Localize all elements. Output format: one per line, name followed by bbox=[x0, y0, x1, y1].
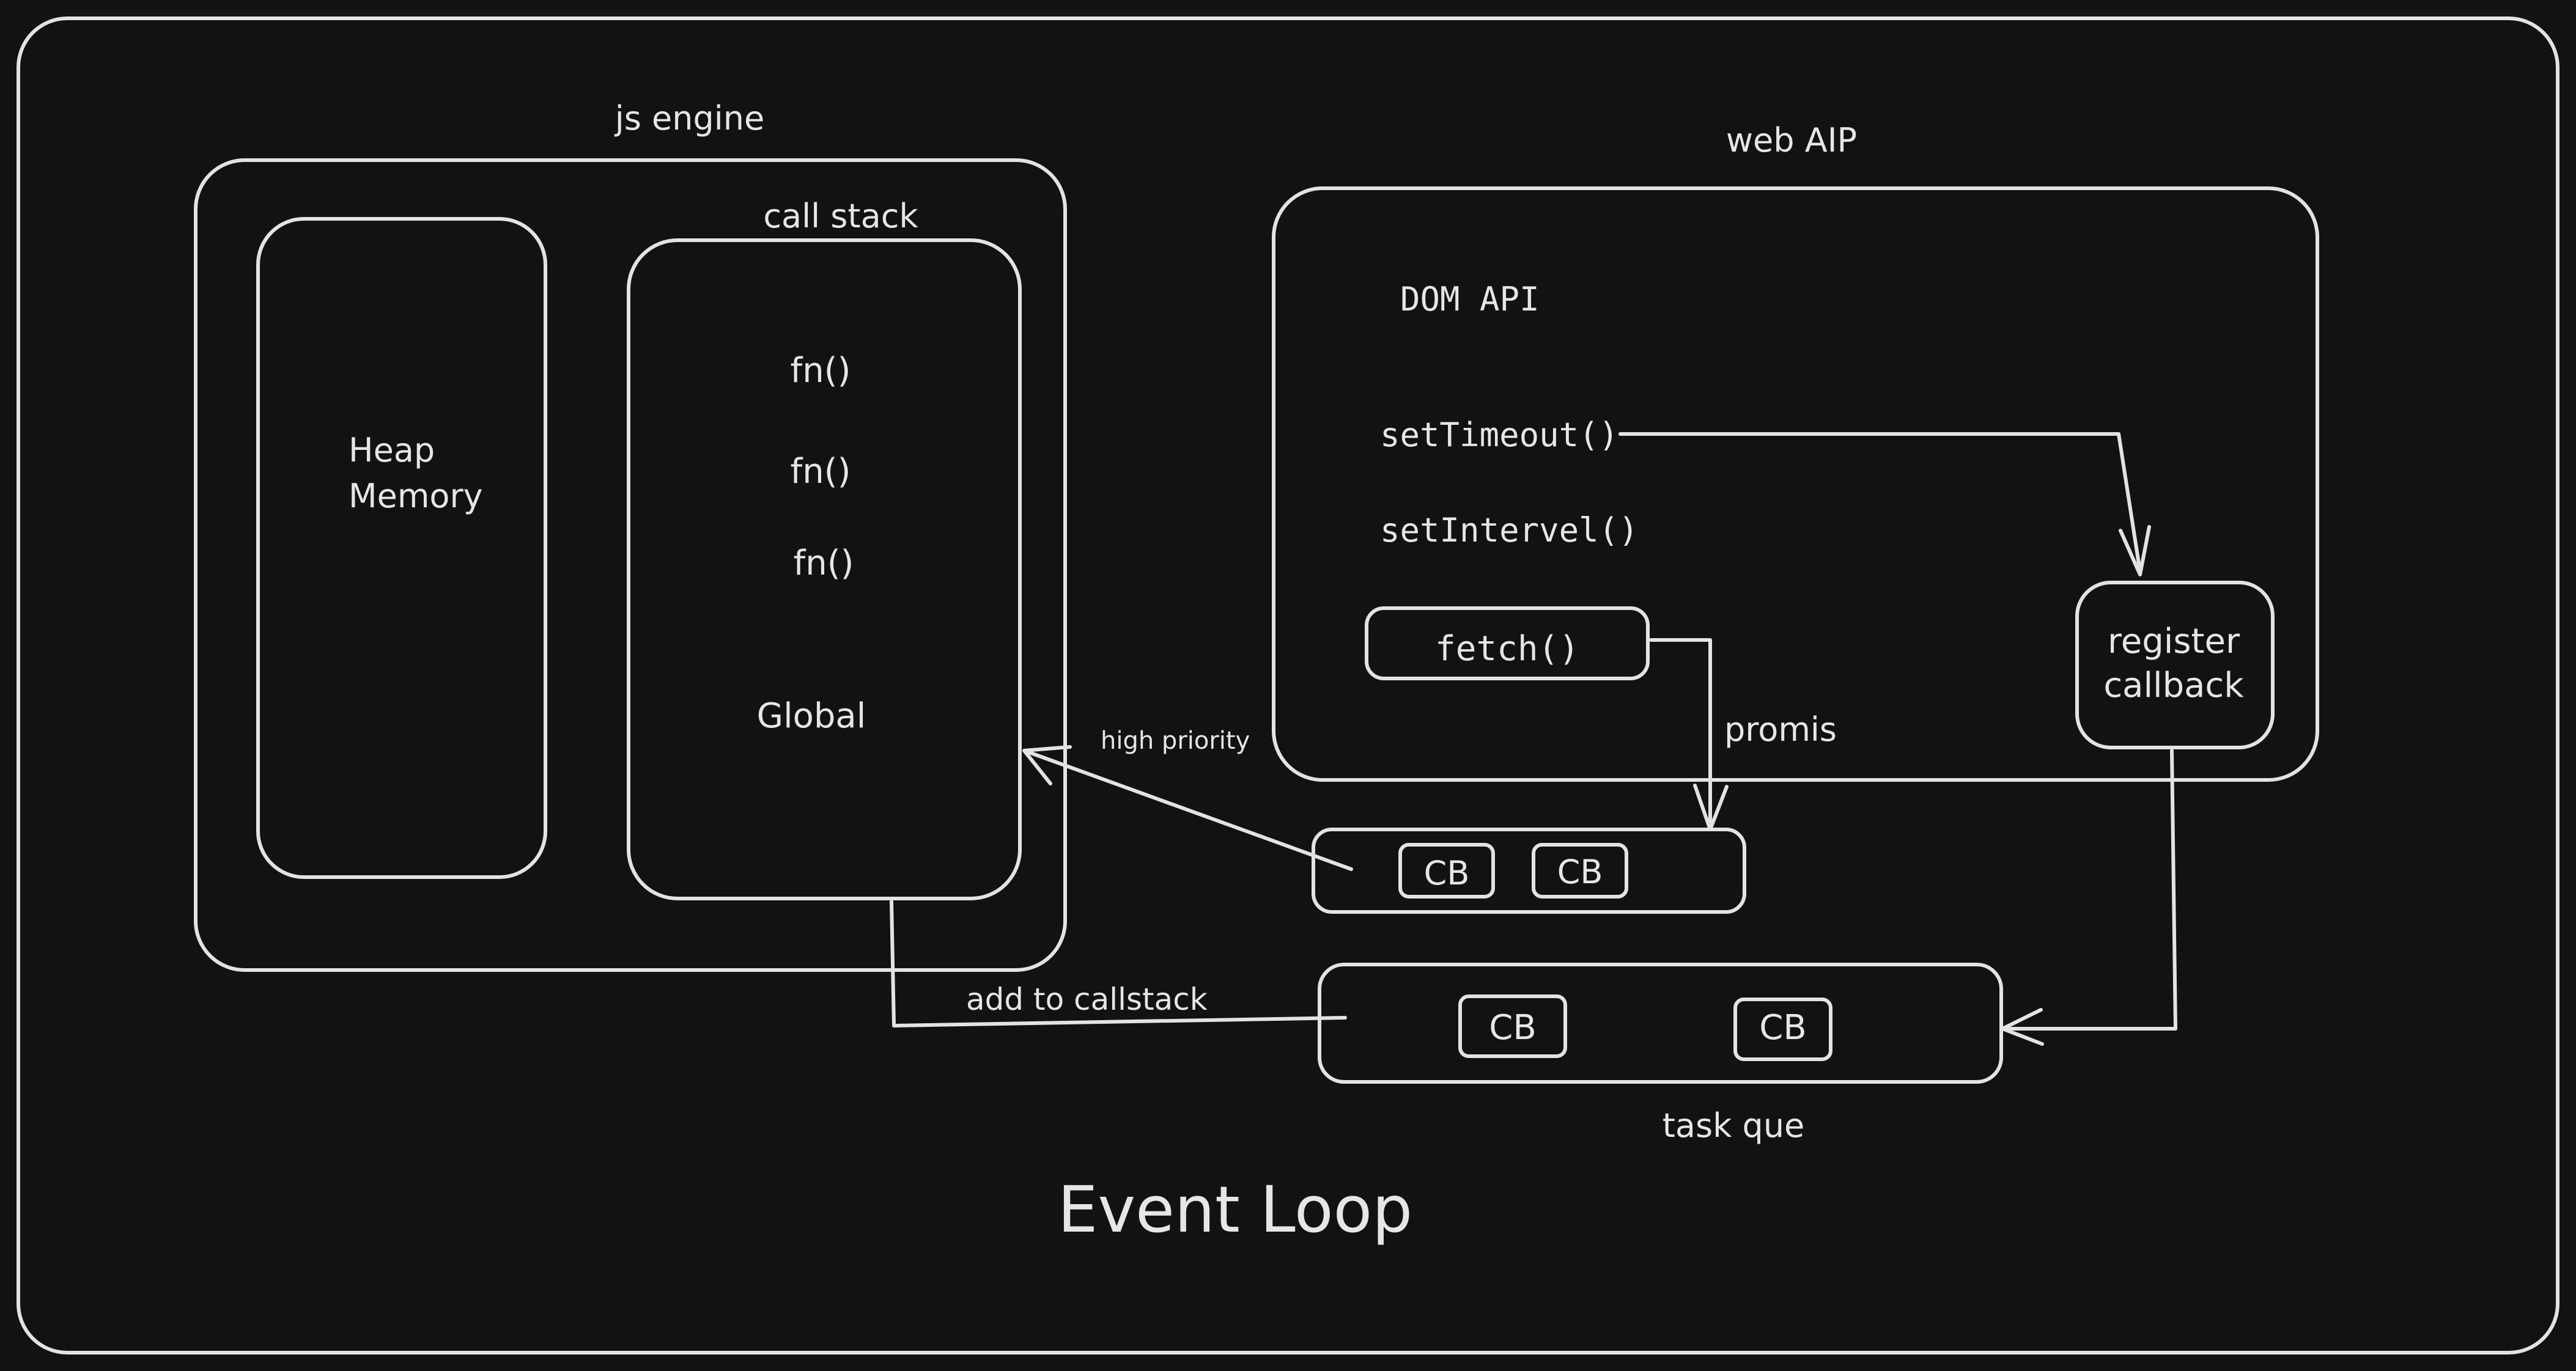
microtask-cb-box bbox=[1398, 843, 1495, 899]
set-timeout-label: setTimeout() bbox=[1380, 416, 1618, 454]
call-stack-frame: fn() bbox=[791, 351, 851, 391]
task-cb-box bbox=[1733, 998, 1832, 1061]
fetch-label: fetch() bbox=[1435, 629, 1579, 669]
task-queue-label: task que bbox=[1663, 1106, 1805, 1145]
task-cb-label: CB bbox=[1489, 1008, 1537, 1048]
settimeout-arrow bbox=[1618, 432, 2142, 573]
global-frame: Global bbox=[757, 696, 866, 736]
add-to-callstack-label: add to callstack bbox=[966, 982, 1208, 1017]
fetch-box bbox=[1365, 606, 1650, 680]
microtask-cb-label: CB bbox=[1557, 853, 1603, 891]
register-label-line1: register bbox=[2108, 622, 2240, 661]
js-engine-label: js engine bbox=[614, 99, 764, 138]
dom-api-label: DOM API bbox=[1400, 280, 1540, 318]
register-label-line2: callback bbox=[2103, 666, 2244, 705]
register-to-task-arrow bbox=[2004, 749, 2177, 1031]
heap-label-line1: Heap bbox=[349, 431, 435, 469]
web-api-label: web AIP bbox=[1726, 121, 1857, 160]
heap-memory-box bbox=[256, 217, 547, 879]
promise-arrow bbox=[1649, 638, 1712, 830]
microtask-cb-label: CB bbox=[1424, 854, 1470, 892]
task-cb-label: CB bbox=[1759, 1008, 1807, 1048]
call-stack-box bbox=[627, 238, 1022, 900]
js-engine-box bbox=[194, 158, 1067, 972]
high-priority-label: high priority bbox=[1101, 727, 1250, 755]
high-priority-arrowhead bbox=[1022, 745, 1072, 785]
outer-frame bbox=[17, 17, 2559, 1354]
web-api-box bbox=[1272, 186, 2319, 782]
promise-arrowhead bbox=[1693, 784, 1729, 831]
call-stack-frame: fn() bbox=[791, 452, 851, 491]
settimeout-arrowhead bbox=[2119, 525, 2151, 576]
microtask-queue-box bbox=[1312, 828, 1746, 914]
task-queue-box bbox=[1318, 963, 2003, 1084]
task-cb-box bbox=[1458, 994, 1567, 1058]
high-priority-arrow bbox=[1022, 749, 1353, 871]
diagram-title: Event Loop bbox=[1058, 1172, 1412, 1247]
register-callback-box bbox=[2075, 581, 2275, 749]
register-to-task-arrowhead bbox=[2001, 1008, 2044, 1046]
add-to-callstack-arrow bbox=[890, 900, 1347, 1027]
call-stack-label: call stack bbox=[763, 197, 918, 235]
promise-arrow-label: promis bbox=[1724, 710, 1837, 749]
microtask-cb-box bbox=[1532, 843, 1628, 899]
set-interval-label: setIntervel() bbox=[1380, 511, 1639, 550]
call-stack-frame: fn() bbox=[794, 543, 854, 583]
heap-label-line2: Memory bbox=[349, 477, 483, 515]
